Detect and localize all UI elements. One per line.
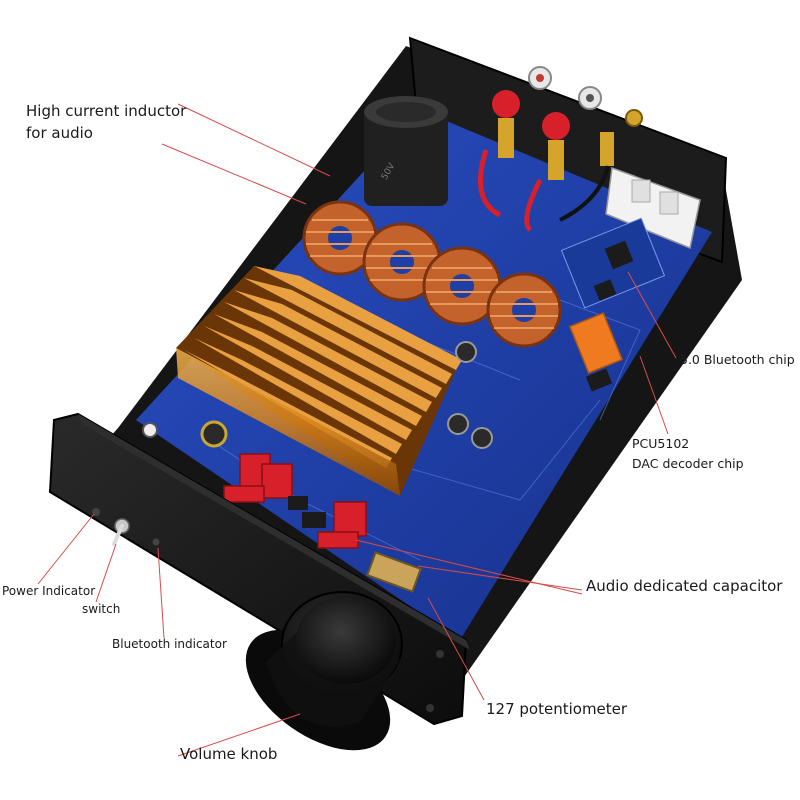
inductor-3 — [422, 246, 502, 326]
small-components — [142, 341, 493, 449]
label-capacitor: Audio dedicated capacitor — [586, 577, 783, 595]
heatsink — [176, 266, 462, 496]
label-volume-knob: Volume knob — [180, 745, 278, 763]
speaker-terminals — [477, 90, 614, 232]
bluetooth-module — [560, 217, 666, 309]
label-inductor-line1: High current inductor — [26, 102, 187, 120]
label-inductor: High current inductor for audio — [26, 101, 186, 145]
label-dac-line2: DAC decoder chip — [632, 456, 744, 471]
label-potentiometer: 127 potentiometer — [486, 700, 628, 718]
label-power-indicator: Power Indicator — [2, 584, 96, 598]
label-bluetooth-indicator: Bluetooth indicator — [112, 637, 227, 651]
white-terminal-block — [605, 166, 701, 250]
gold-capacitor — [366, 551, 422, 593]
main-capacitor: 50V — [364, 96, 448, 206]
audio-capacitors — [223, 453, 367, 549]
orange-relay — [568, 312, 624, 374]
dac-chip — [585, 368, 613, 392]
label-bluetooth-chip: 5.0 Bluetooth chip — [680, 352, 795, 367]
inductor-4 — [486, 272, 562, 348]
leader-lines — [37, 103, 677, 757]
label-inductor-line2: for audio — [26, 123, 93, 142]
bluetooth-indicator-led — [152, 538, 160, 546]
label-dac-line1: PCU5102 — [632, 436, 690, 451]
power-switch — [112, 518, 130, 546]
label-switch: switch — [82, 602, 121, 616]
inductor-1 — [302, 200, 378, 276]
label-dac: PCU5102 DAC decoder chip — [632, 434, 744, 474]
rca-input-jacks — [528, 66, 643, 127]
